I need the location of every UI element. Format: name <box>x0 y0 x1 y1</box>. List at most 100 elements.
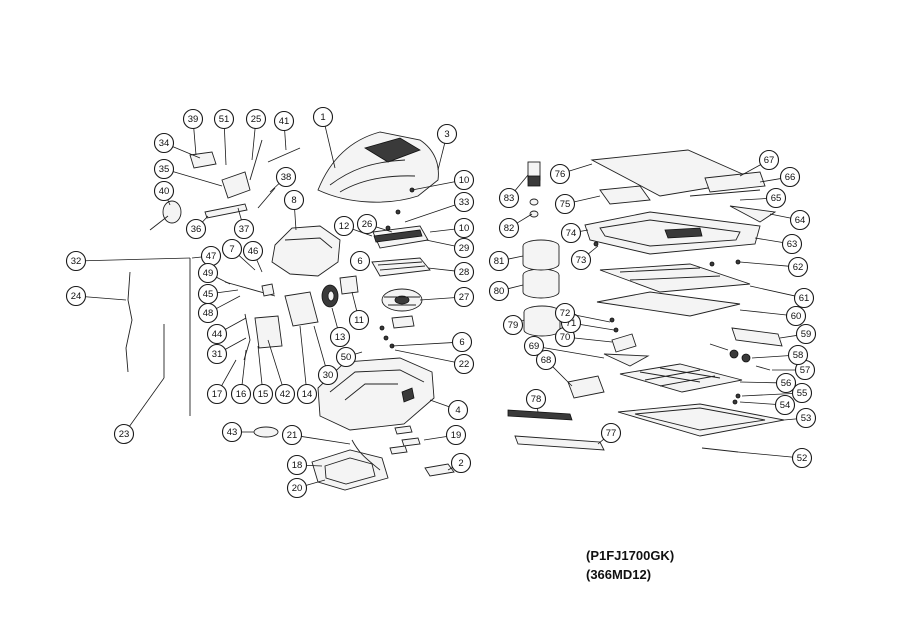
callout-circle <box>554 302 576 324</box>
callout-number: 56 <box>781 378 792 389</box>
callout-leader <box>783 418 797 421</box>
callout-leader <box>537 408 539 413</box>
callout-leader <box>85 296 127 301</box>
part-wedge-piece <box>603 353 650 367</box>
callout-78: 78 <box>525 388 547 413</box>
callout-leader <box>225 317 247 330</box>
callout-leader <box>754 237 783 243</box>
callout-circle <box>197 302 219 324</box>
callout-leader <box>514 174 529 191</box>
callout-leader <box>741 393 793 397</box>
callout-circle <box>233 218 255 240</box>
callout-58: 58 <box>751 344 809 366</box>
callout-number: 60 <box>791 311 802 322</box>
callout-number: 47 <box>206 251 217 262</box>
callout-number: 69 <box>529 341 540 352</box>
callout-leader <box>301 436 351 445</box>
callout-18: 18 <box>286 454 323 476</box>
callout-4: 4 <box>429 399 469 421</box>
callout-circle <box>274 383 296 405</box>
callout-number: 61 <box>799 293 810 304</box>
callout-circle <box>535 349 557 371</box>
callout-circle <box>335 346 357 368</box>
callout-number: 66 <box>785 172 796 183</box>
callout-circle <box>488 280 510 302</box>
callout-41: 41 <box>273 110 295 151</box>
callout-leader <box>202 215 209 223</box>
callout-72: 72 <box>554 302 611 324</box>
callout-leader <box>737 451 793 458</box>
callout-number: 10 <box>459 223 470 234</box>
callout-6: 6 <box>391 331 473 353</box>
callout-leader <box>221 359 237 386</box>
callout-circle <box>281 424 303 446</box>
callout-15: 15 <box>252 345 274 405</box>
callout-circle <box>600 422 622 444</box>
callout-circle <box>275 166 297 188</box>
part-capillary <box>267 147 301 163</box>
callout-circle <box>453 237 475 259</box>
callout-leader <box>739 309 787 316</box>
callout-circle <box>525 388 547 410</box>
callout-layer: 1234678101112131415161718192021222324252… <box>65 106 817 499</box>
callout-number: 80 <box>494 286 505 297</box>
callout-number: 52 <box>797 453 808 464</box>
callout-37: 37 <box>233 207 255 240</box>
callout-52: 52 <box>737 447 813 469</box>
callout-35: 35 <box>153 158 223 187</box>
callout-circle <box>787 256 809 278</box>
callout-number: 59 <box>801 329 812 340</box>
callout-49: 49 <box>197 262 231 285</box>
callout-number: 4 <box>455 405 460 416</box>
callout-circle <box>793 287 815 309</box>
callout-55: 55 <box>741 382 813 404</box>
callout-number: 29 <box>459 243 470 254</box>
callout-38: 38 <box>269 166 297 193</box>
callout-circle <box>453 261 475 283</box>
callout-number: 1 <box>320 112 325 123</box>
callout-number: 82 <box>504 223 515 234</box>
callout-leader <box>429 228 455 233</box>
callout-leader <box>324 126 336 169</box>
callout-79: 79 <box>502 314 525 336</box>
callout-number: 77 <box>606 428 617 439</box>
callout-circle <box>333 215 355 237</box>
callout-leader <box>394 349 455 363</box>
callout-number: 33 <box>459 197 470 208</box>
callout-circle <box>213 108 235 130</box>
part-foam-rings <box>522 239 561 337</box>
callout-number: 21 <box>287 430 298 441</box>
callout-76: 76 <box>549 163 593 185</box>
callout-number: 34 <box>159 138 170 149</box>
part-wedge <box>729 205 777 223</box>
callout-leader <box>739 164 761 177</box>
callout-25: 25 <box>245 108 267 161</box>
callout-circle <box>453 353 475 375</box>
callout-circle <box>560 222 582 244</box>
callout-46: 46 <box>242 240 264 273</box>
callout-number: 45 <box>203 289 214 300</box>
callout-31: 31 <box>206 337 247 365</box>
callout-circle <box>488 250 510 272</box>
callout-number: 51 <box>219 114 230 125</box>
callout-circle <box>245 108 267 130</box>
callout-number: 70 <box>560 332 571 343</box>
callout-number: 6 <box>357 256 362 267</box>
callout-number: 10 <box>459 175 470 186</box>
callout-60: 60 <box>739 305 807 327</box>
callout-leader <box>257 345 263 385</box>
callout-number: 14 <box>302 389 313 400</box>
callout-17: 17 <box>206 359 237 405</box>
callout-leader <box>543 347 605 359</box>
callout-leader <box>588 245 599 255</box>
callout-13: 13 <box>329 307 351 348</box>
callout-number: 72 <box>560 308 571 319</box>
callout-leader <box>574 314 611 323</box>
callout-81: 81 <box>488 250 524 272</box>
callout-circle <box>317 364 339 386</box>
callout-8: 8 <box>283 189 305 231</box>
callout-number: 26 <box>362 219 373 230</box>
callout-circle <box>779 166 801 188</box>
part-wire-harness <box>125 271 133 373</box>
callout-circle <box>65 285 87 307</box>
